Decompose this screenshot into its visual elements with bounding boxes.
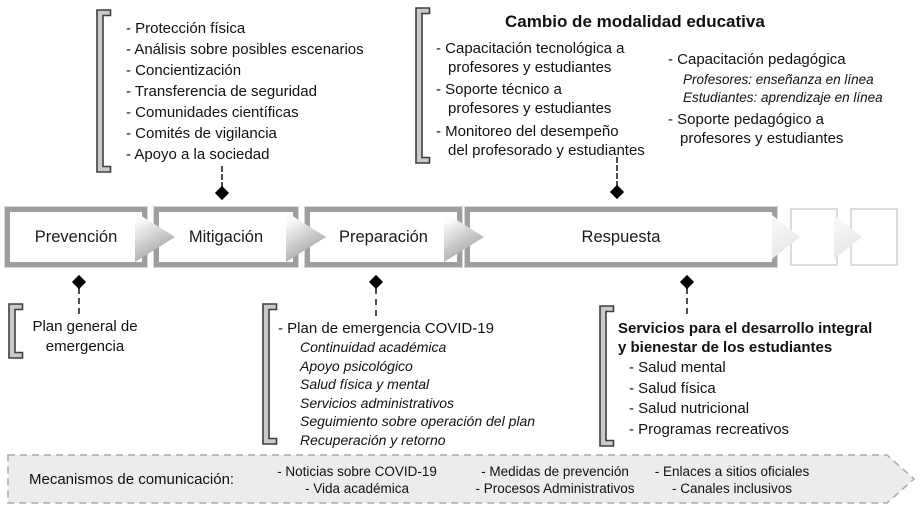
dashed-connector	[221, 166, 223, 188]
phase-label: Prevención	[34, 227, 118, 246]
general-plan-label: Plan general de emergencia	[32, 318, 138, 355]
dashed-connector	[78, 288, 80, 314]
list-item: - Comunidades científicas	[126, 104, 299, 121]
covid-plan-sublist: Continuidad académica Apoyo psicológico …	[278, 338, 578, 449]
covid-plan-title: - Plan de emergencia COVID-19	[278, 320, 494, 337]
phase-box-preparacion: Preparación	[305, 207, 462, 267]
footer-column: - Noticias sobre COVID-19 - Vida académi…	[277, 464, 437, 496]
diamond-connector-icon	[214, 185, 230, 201]
phase-box-respuesta: Respuesta	[465, 207, 777, 267]
list-item: - Análisis sobre posibles escenarios	[126, 41, 364, 58]
list-item: Servicios administrativos	[300, 394, 455, 411]
list-item: Estudiantes: aprendizaje en línea	[683, 90, 883, 105]
list-item: - Capacitación tecnológica a profesores …	[436, 40, 625, 76]
list-item: - Comités de vigilancia	[126, 125, 277, 142]
list-item: - Soporte técnico a profesores y estudia…	[436, 81, 612, 117]
phase-label: Preparación	[339, 227, 428, 246]
covid-plan-block: - Plan de emergencia COVID-19 Continuida…	[278, 320, 578, 449]
list-item: - Salud nutricional	[629, 400, 750, 417]
prevention-mitigation-list: - Protección física - Análisis sobre pos…	[126, 18, 426, 165]
phase-label: Mitigación	[188, 227, 264, 246]
list-item: - Apoyo a la sociedad	[126, 146, 270, 163]
list-item: Salud física y mental	[300, 376, 430, 392]
footer-label: Mecanismos de comunicación:	[29, 471, 235, 488]
diamond-connector-icon	[71, 274, 87, 290]
list-item: - Salud mental	[629, 359, 726, 376]
footer-column: - Medidas de prevención - Procesos Admin…	[475, 464, 635, 496]
education-change-title: Cambio de modalidad educativa	[505, 12, 765, 31]
list-item: Seguimiento sobre operación del plan	[300, 413, 536, 429]
bracket-icon	[415, 7, 431, 164]
footer-column: - Enlaces a sitios oficiales - Canales i…	[654, 464, 810, 496]
student-services-title: Servicios para el desarrollo integral y …	[618, 320, 873, 356]
phase-box-mitigacion: Mitigación	[154, 207, 298, 267]
bracket-icon	[262, 303, 278, 445]
list-item: - Protección física	[126, 20, 246, 37]
student-services-block: Servicios para el desarrollo integral y …	[618, 319, 918, 440]
pedagogy-list: - Capacitación pedagógica Profesores: en…	[668, 50, 923, 148]
student-services-list: - Salud mental - Salud física - Salud nu…	[618, 358, 918, 440]
phase-label: Respuesta	[581, 227, 661, 246]
dashed-connector	[686, 288, 688, 314]
list-item: Recuperación y retorno	[300, 431, 446, 448]
list-item: - Salud física	[629, 379, 716, 397]
list-item: - Capacitación pedagógica	[668, 51, 846, 68]
bracket-icon	[96, 9, 112, 173]
list-item: Profesores: enseñanza en línea	[683, 72, 874, 87]
list-item: - Soporte pedagógico a profesores y estu…	[668, 111, 844, 147]
dashed-connector	[616, 157, 618, 187]
list-item: - Transferencia de seguridad	[126, 83, 317, 100]
list-item: Apoyo psicológico	[300, 357, 413, 374]
list-item: - Concientización	[126, 62, 242, 79]
list-item: - Monitoreo del desempeño del profesorad…	[436, 123, 645, 159]
dashed-connector	[375, 288, 377, 316]
diamond-connector-icon	[609, 184, 625, 200]
phase-box-prevencion: Prevención	[5, 207, 147, 267]
pedagogy-sublist: Profesores: enseñanza en línea Estudiant…	[668, 71, 923, 107]
diamond-connector-icon	[368, 274, 384, 290]
communication-banner	[7, 454, 916, 504]
bracket-icon	[599, 305, 615, 447]
list-item: - Programas recreativos	[629, 420, 790, 438]
education-change-list: - Capacitación tecnológica a profesores …	[436, 39, 676, 160]
bracket-icon	[8, 303, 24, 359]
list-item: Continuidad académica	[300, 339, 447, 355]
diamond-connector-icon	[679, 274, 695, 290]
